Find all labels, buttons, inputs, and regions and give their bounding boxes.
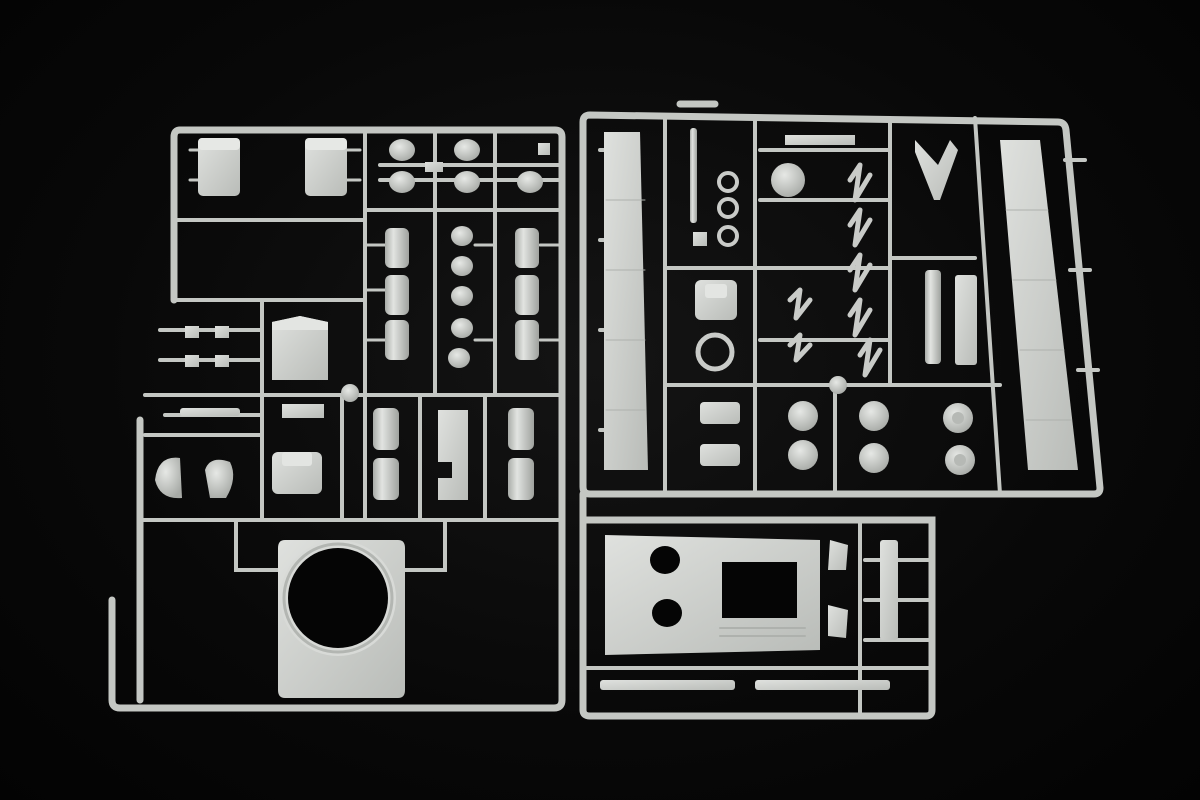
left-sprue-frame (108, 126, 566, 712)
right-lower-small-parts (600, 540, 898, 690)
right-upper-sprue (579, 100, 1104, 498)
left-small-parts (180, 326, 240, 416)
right-lower-sprue (579, 490, 936, 720)
left-cylinders (373, 226, 539, 500)
side-skirt-right (1000, 140, 1078, 470)
right-lower-frame (579, 490, 936, 720)
left-small-cylinders-top (389, 139, 550, 193)
left-sprue (108, 126, 566, 712)
hull-deck-plate (605, 535, 820, 655)
left-middle-plate (272, 316, 359, 418)
turret-ring-plate (278, 540, 405, 698)
track-links (787, 162, 883, 378)
left-top-boxes (198, 138, 347, 196)
left-bracket (438, 410, 468, 500)
right-washers (695, 135, 855, 372)
right-rods (690, 128, 977, 365)
left-sprue-gates (188, 148, 562, 342)
left-domes (155, 452, 322, 499)
right-upper-frame (579, 100, 1104, 498)
side-skirt-left (604, 132, 648, 470)
right-discs (700, 376, 975, 475)
